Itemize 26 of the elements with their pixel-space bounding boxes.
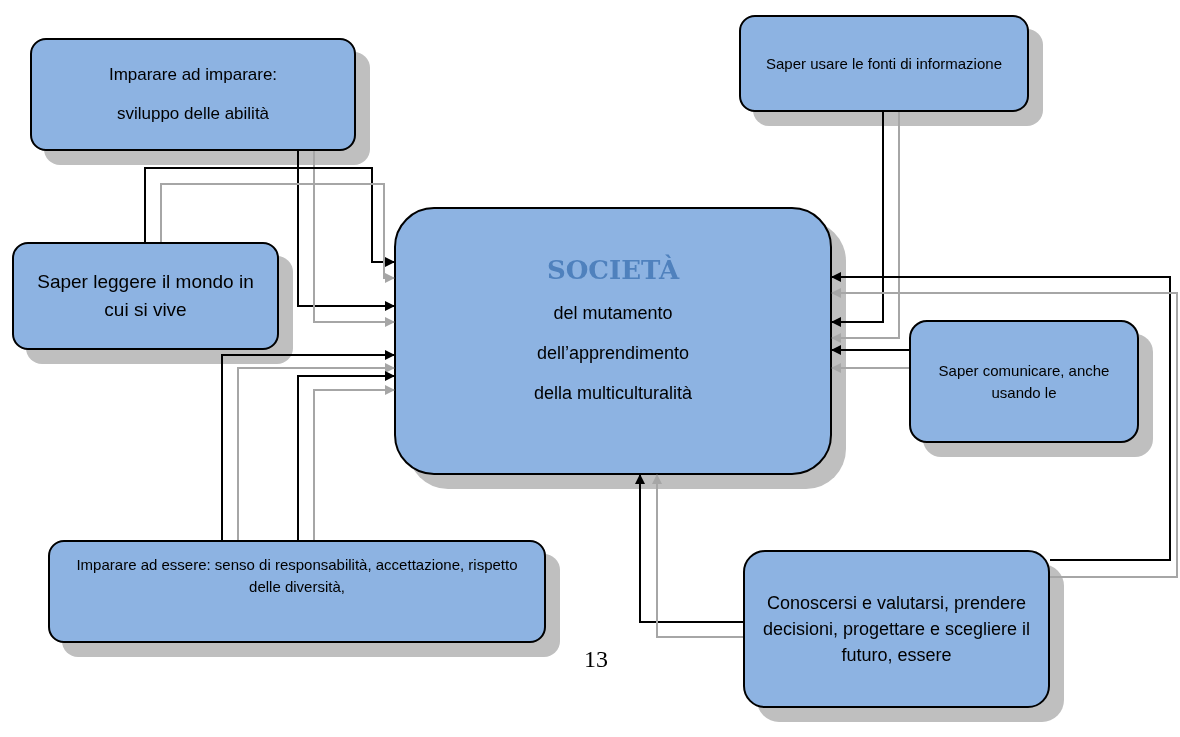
arrow	[297, 371, 395, 541]
heading: SOCIETÀ	[546, 255, 680, 287]
box-text: dell’apprendimento	[536, 342, 690, 366]
arrow	[831, 111, 900, 343]
arrow	[652, 474, 744, 638]
arrow	[160, 183, 395, 283]
box-text: Saper usare le fonti di informazione	[766, 53, 1002, 74]
page-number: 13	[584, 646, 608, 673]
arrow	[144, 167, 395, 267]
box-text: della multiculturalità	[533, 382, 693, 406]
arrow	[237, 363, 395, 541]
box-text: sviluppo delle abilità	[116, 102, 270, 125]
arrow	[635, 474, 744, 623]
box-text: Imparare ad essere: senso di responsabilità, accettazione, rispetto delle diversità,	[75, 555, 519, 597]
box-text: Conoscersi e valutarsi, prendere decisioni, progettare e scegliere il futuro, essere	[761, 591, 1032, 668]
box-text: del mutamento	[553, 302, 673, 326]
arrow	[297, 150, 395, 311]
arrow	[313, 150, 395, 327]
arrow	[313, 385, 395, 541]
arrow	[221, 350, 395, 541]
arrow	[831, 111, 884, 327]
box-text: Saper comunicare, anche usando le	[937, 360, 1111, 403]
arrow	[831, 363, 910, 373]
arrow	[831, 345, 910, 355]
box-text: Saper leggere il mondo in cui si vive	[36, 270, 255, 322]
box-text: Imparare ad imparare:	[108, 63, 278, 86]
